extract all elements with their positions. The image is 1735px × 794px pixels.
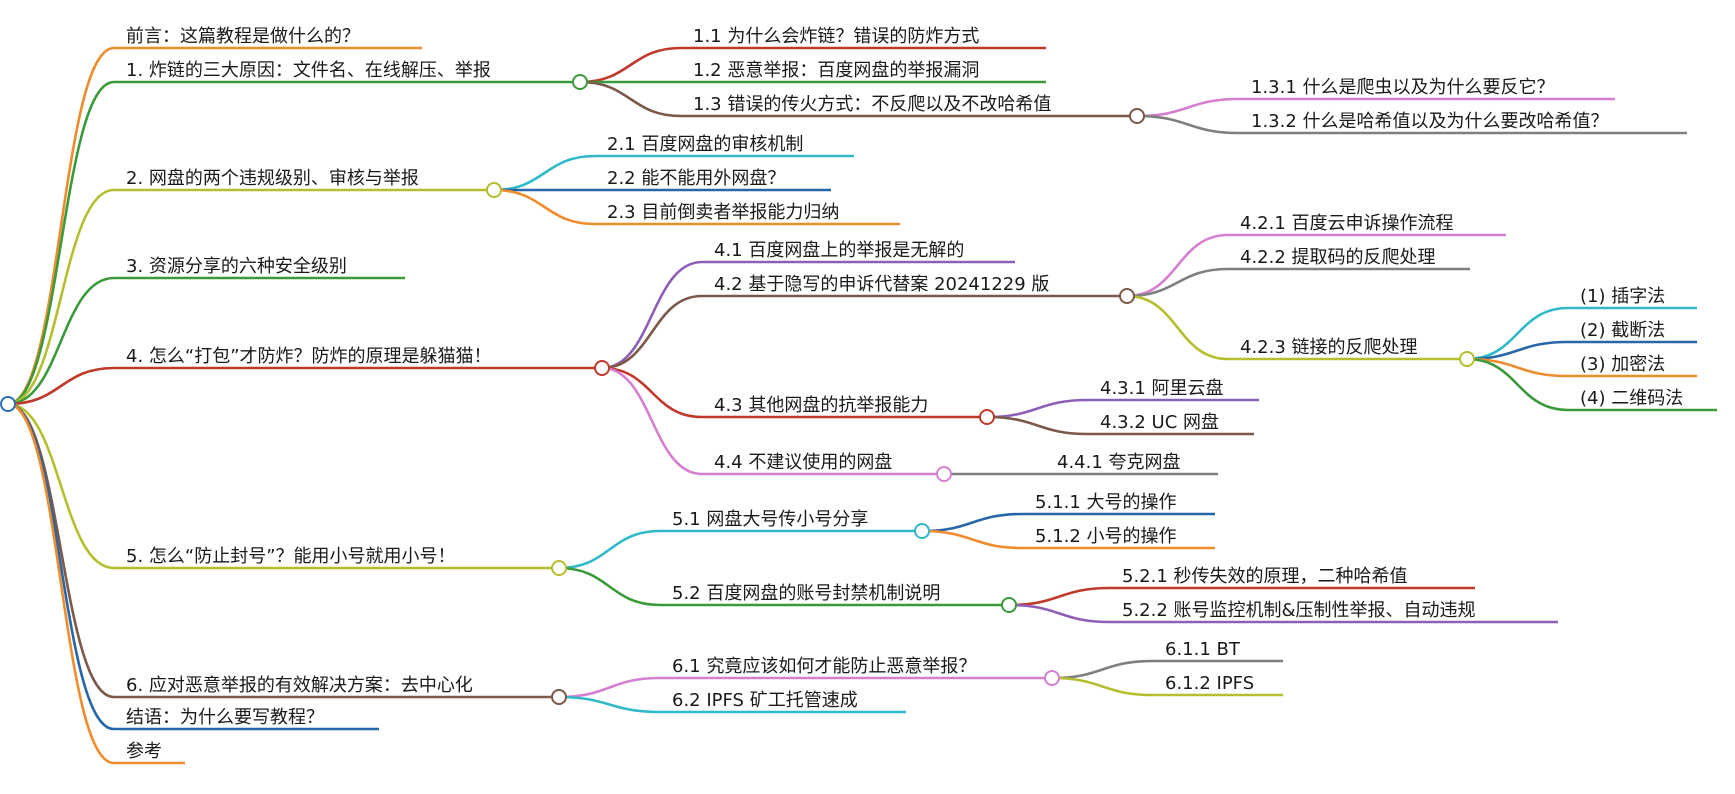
- collapse-toggle-n6[interactable]: [551, 689, 567, 705]
- collapse-toggle-n4_2_3[interactable]: [1459, 351, 1475, 367]
- node-label-n4_4[interactable]: 4.4 不建议使用的网盘: [714, 452, 892, 473]
- node-label-n3[interactable]: 3. 资源分享的六种安全级别: [126, 256, 347, 277]
- node-label-n5_1[interactable]: 5.1 网盘大号传小号分享: [672, 509, 868, 530]
- edge-n4_4: [601, 366, 703, 476]
- edge-n4_2_3_4: [1466, 357, 1569, 412]
- edge-n6_1_1: [1051, 659, 1154, 680]
- node-label-n4_2_3[interactable]: 4.2.3 链接的反爬处理: [1240, 337, 1418, 358]
- edge-n5_1_2: [921, 529, 1024, 550]
- collapse-toggle-n5_1[interactable]: [914, 523, 930, 539]
- node-label-n6_2[interactable]: 6.2 IPFS 矿工托管速成: [672, 690, 858, 711]
- node-label-n1_2[interactable]: 1.2 恶意举报：百度网盘的举报漏洞: [693, 60, 979, 81]
- node-label-n8[interactable]: 参考: [126, 741, 162, 762]
- node-label-n2_1[interactable]: 2.1 百度网盘的审核机制: [607, 134, 803, 155]
- collapse-toggle-n5_2[interactable]: [1001, 597, 1017, 613]
- edge-n4_1: [601, 260, 703, 370]
- collapse-toggle-n4_2[interactable]: [1119, 288, 1135, 304]
- edge-n4_2: [601, 294, 703, 370]
- edges-layer: [7, 46, 1717, 765]
- root-node-toggle[interactable]: [0, 396, 16, 412]
- edge-n5_1_1: [921, 512, 1024, 533]
- collapse-toggle-n4_4[interactable]: [936, 466, 952, 482]
- node-label-n4_2_3_2[interactable]: (2) 截断法: [1580, 320, 1665, 341]
- edge-n6_1_2: [1051, 676, 1154, 697]
- node-label-n4_3[interactable]: 4.3 其他网盘的抗举报能力: [714, 395, 928, 416]
- node-label-n4_2_2[interactable]: 4.2.2 提取码的反爬处理: [1240, 247, 1436, 268]
- collapse-toggle-n1_3[interactable]: [1129, 108, 1145, 124]
- node-label-n4_3_2[interactable]: 4.3.2 UC 网盘: [1100, 412, 1219, 433]
- edge-n1_3: [579, 80, 682, 118]
- node-label-n4_2_3_1[interactable]: (1) 插字法: [1580, 286, 1665, 307]
- edge-n6: [7, 402, 115, 699]
- edge-n2_3: [493, 188, 596, 226]
- node-label-n2[interactable]: 2. 网盘的两个违规级别、审核与举报: [126, 168, 419, 189]
- edge-n4_2_1: [1126, 233, 1229, 298]
- collapse-toggle-n2[interactable]: [486, 182, 502, 198]
- edge-n1_3_2: [1136, 114, 1240, 135]
- edge-n2_1: [493, 154, 596, 192]
- edge-n1: [7, 80, 115, 406]
- node-label-n6_1_2[interactable]: 6.1.2 IPFS: [1165, 673, 1254, 694]
- node-label-n1_3[interactable]: 1.3 错误的传火方式：不反爬以及不改哈希值: [693, 94, 1051, 115]
- collapse-toggle-n5[interactable]: [551, 560, 567, 576]
- edge-n4_2_3: [1126, 294, 1229, 361]
- node-label-n5_2_1[interactable]: 5.2.1 秒传失效的原理，二种哈希值: [1122, 566, 1408, 587]
- edge-n4_2_2: [1126, 267, 1229, 298]
- collapse-toggle-n4[interactable]: [594, 360, 610, 376]
- edge-n2: [7, 188, 115, 406]
- node-label-n6_1[interactable]: 6.1 究竟应该如何才能防止恶意举报？: [672, 656, 976, 677]
- node-label-n4_4_1[interactable]: 4.4.1 夸克网盘: [1057, 452, 1181, 473]
- edge-n1_3_1: [1136, 97, 1240, 118]
- node-label-n4_2[interactable]: 4.2 基于隐写的申诉代替案 20241229 版: [714, 274, 1049, 295]
- collapse-toggle-n6_1[interactable]: [1044, 670, 1060, 686]
- node-label-n4_2_3_4[interactable]: (4) 二维码法: [1580, 388, 1683, 409]
- node-label-n1_1[interactable]: 1.1 为什么会炸链？错误的防炸方式: [693, 26, 979, 47]
- edge-n5: [7, 402, 115, 570]
- node-label-n0[interactable]: 前言：这篇教程是做什么的？: [126, 26, 360, 47]
- node-label-n2_3[interactable]: 2.3 目前倒卖者举报能力归纳: [607, 202, 839, 223]
- node-label-n1[interactable]: 1. 炸链的三大原因：文件名、在线解压、举报: [126, 60, 491, 81]
- node-label-n5_2_2[interactable]: 5.2.2 账号监控机制&压制性举报、自动违规: [1122, 600, 1476, 621]
- edge-n7: [7, 402, 115, 731]
- edge-n5_2: [558, 566, 661, 607]
- edge-n5_1: [558, 529, 661, 570]
- nodes-layer: 前言：这篇教程是做什么的？ 1. 炸链的三大原因：文件名、在线解压、举报 1.1 为…: [0, 26, 1683, 762]
- node-label-n4_3_1[interactable]: 4.3.1 阿里云盘: [1100, 378, 1224, 399]
- edge-n4_3_1: [986, 398, 1089, 419]
- collapse-toggle-n1[interactable]: [572, 74, 588, 90]
- edge-n6_2: [558, 695, 661, 714]
- collapse-toggle-n4_3[interactable]: [979, 409, 995, 425]
- edge-n4_3: [601, 366, 703, 419]
- node-label-n5_1_2[interactable]: 5.1.2 小号的操作: [1035, 526, 1177, 547]
- node-label-n5[interactable]: 5. 怎么“防止封号”？能用小号就用小号！: [126, 546, 456, 567]
- node-label-n5_2[interactable]: 5.2 百度网盘的账号封禁机制说明: [672, 583, 940, 604]
- edge-n6_1: [558, 676, 661, 699]
- node-label-n4_2_1[interactable]: 4.2.1 百度云申诉操作流程: [1240, 213, 1454, 234]
- edge-n4: [7, 366, 115, 406]
- node-label-n4_1[interactable]: 4.1 百度网盘上的举报是无解的: [714, 240, 964, 261]
- node-label-n6_1_1[interactable]: 6.1.1 BT: [1165, 639, 1241, 660]
- edge-n3: [7, 276, 115, 406]
- edge-n0: [7, 46, 115, 406]
- node-label-n4[interactable]: 4. 怎么“打包”才防炸？防炸的原理是躲猫猫！: [126, 346, 492, 367]
- edge-n4_3_2: [986, 415, 1089, 436]
- edge-n5_2_2: [1008, 603, 1111, 624]
- node-label-n2_2[interactable]: 2.2 能不能用外网盘？: [607, 168, 785, 189]
- node-label-n5_1_1[interactable]: 5.1.1 大号的操作: [1035, 492, 1177, 513]
- edge-n5_2_1: [1008, 586, 1111, 607]
- node-label-n1_3_2[interactable]: 1.3.2 什么是哈希值以及为什么要改哈希值？: [1251, 111, 1609, 132]
- edge-n8: [7, 402, 115, 765]
- node-label-n4_2_3_3[interactable]: (3) 加密法: [1580, 354, 1665, 375]
- node-label-n1_3_1[interactable]: 1.3.1 什么是爬虫以及为什么要反它？: [1251, 77, 1555, 98]
- node-label-n6[interactable]: 6. 应对恶意举报的有效解决方案：去中心化: [126, 675, 473, 696]
- edge-n4_2_3_1: [1466, 306, 1569, 361]
- node-label-n7[interactable]: 结语：为什么要写教程？: [126, 707, 324, 728]
- edge-n1_1: [579, 46, 682, 84]
